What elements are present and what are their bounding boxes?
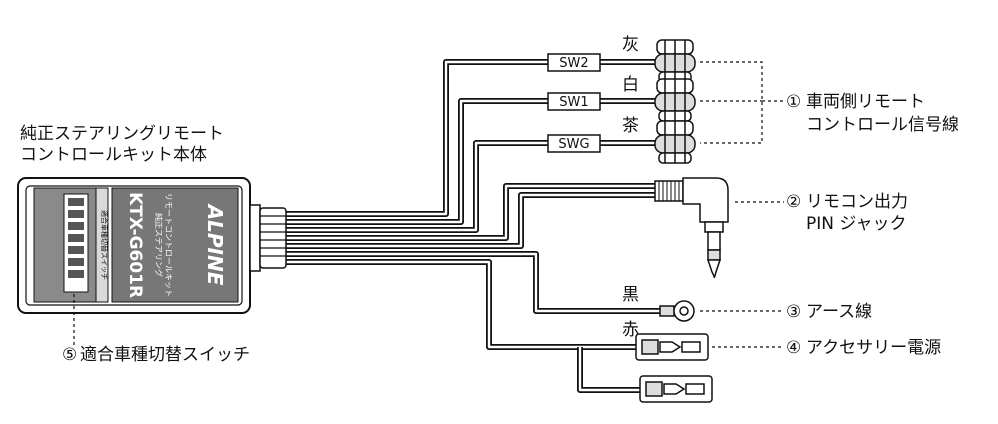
unit-title-line1: 純正ステアリングリモート — [20, 124, 224, 144]
tag-sw2: SW2 — [559, 56, 588, 71]
callout-2-line1: リモコン出力 — [806, 192, 908, 212]
brand-logo: ALPINE — [203, 203, 227, 286]
power-connectors — [635, 333, 713, 403]
callout-3-text: アース線 — [806, 302, 872, 322]
ground-terminal — [659, 300, 695, 322]
callout-4-text: アクセサリー電源 — [806, 338, 941, 358]
callout-1-line1: 車両側リモート — [806, 92, 925, 112]
cable-bundle — [285, 59, 662, 393]
callout-2-line2: PIN ジャック — [806, 214, 907, 234]
wire-tags: SW2 SW1 SWG — [547, 53, 601, 153]
callout-1-line2: コントロール信号線 — [806, 115, 959, 135]
control-unit-body — [17, 177, 287, 314]
switch-side-text: 適合車種切替スイッチ — [100, 210, 109, 280]
callout-1-num: ① — [786, 92, 801, 112]
model-text: KTX-G601R — [125, 192, 145, 298]
callout-3-num: ③ — [786, 302, 801, 322]
color-brown-label: 茶 — [622, 116, 639, 136]
signal-connectors — [654, 39, 696, 164]
product-line2-text: リモートコントロールキット — [164, 193, 173, 297]
color-black-label: 黒 — [622, 285, 639, 305]
callout-4-num: ④ — [786, 338, 801, 358]
callout-5-num: ⑤ — [62, 345, 77, 365]
product-line1-text: 純正ステアリング — [154, 213, 164, 277]
tag-swg: SWG — [558, 137, 589, 152]
callout-5-text: 適合車種切替スイッチ — [80, 345, 250, 365]
callout-2-num: ② — [786, 192, 801, 212]
tag-sw1: SW1 — [559, 95, 588, 110]
pin-jack — [654, 177, 729, 279]
color-red-label: 赤 — [622, 320, 639, 340]
color-white-label: 白 — [622, 75, 639, 95]
unit-labels: KTX-G601R 純正ステアリング リモートコントロールキット ALPINE … — [100, 192, 227, 298]
color-grey-label: 灰 — [622, 35, 639, 55]
callout-1-bracket — [700, 61, 784, 144]
unit-title-line2: コントロールキット本体 — [20, 145, 207, 165]
dip-switch — [63, 193, 89, 293]
